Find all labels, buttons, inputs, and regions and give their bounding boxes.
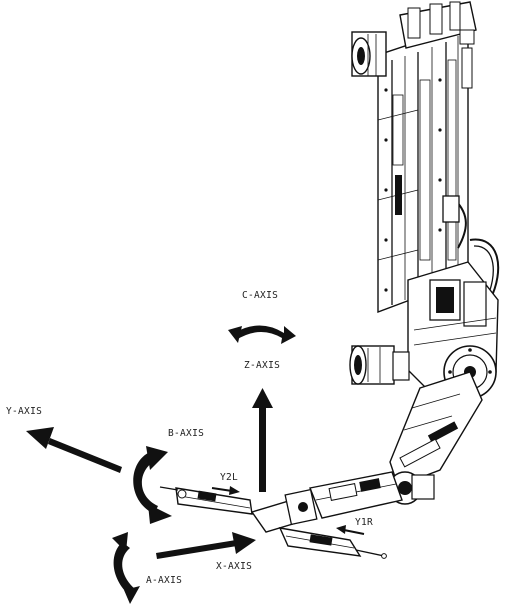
y1r-label: Y1R bbox=[355, 517, 373, 528]
z-axis-arrow-icon bbox=[252, 388, 273, 492]
b-axis-arrow-icon bbox=[133, 446, 172, 524]
x-axis-label: X-AXIS bbox=[216, 561, 252, 572]
robot-arm bbox=[159, 371, 483, 559]
c-axis-arrow-icon bbox=[228, 325, 296, 344]
y-axis-arrow-icon bbox=[26, 427, 122, 473]
x-axis-arrow-icon bbox=[156, 532, 256, 559]
y2l-arrow-icon bbox=[211, 486, 240, 495]
a-axis-label: A-AXIS bbox=[146, 575, 182, 586]
robot-carriage bbox=[349, 261, 499, 399]
y-axis-label: Y-AXIS bbox=[6, 406, 42, 417]
robot-mast bbox=[351, 1, 500, 361]
b-axis-label: B-AXIS bbox=[168, 428, 204, 439]
c-axis-label: C-AXIS bbox=[242, 290, 278, 301]
y2l-label: Y2L bbox=[220, 472, 238, 483]
z-axis-label: Z-AXIS bbox=[244, 360, 280, 371]
a-axis-arrow-icon bbox=[112, 532, 140, 604]
y1r-arrow-icon bbox=[336, 525, 365, 535]
